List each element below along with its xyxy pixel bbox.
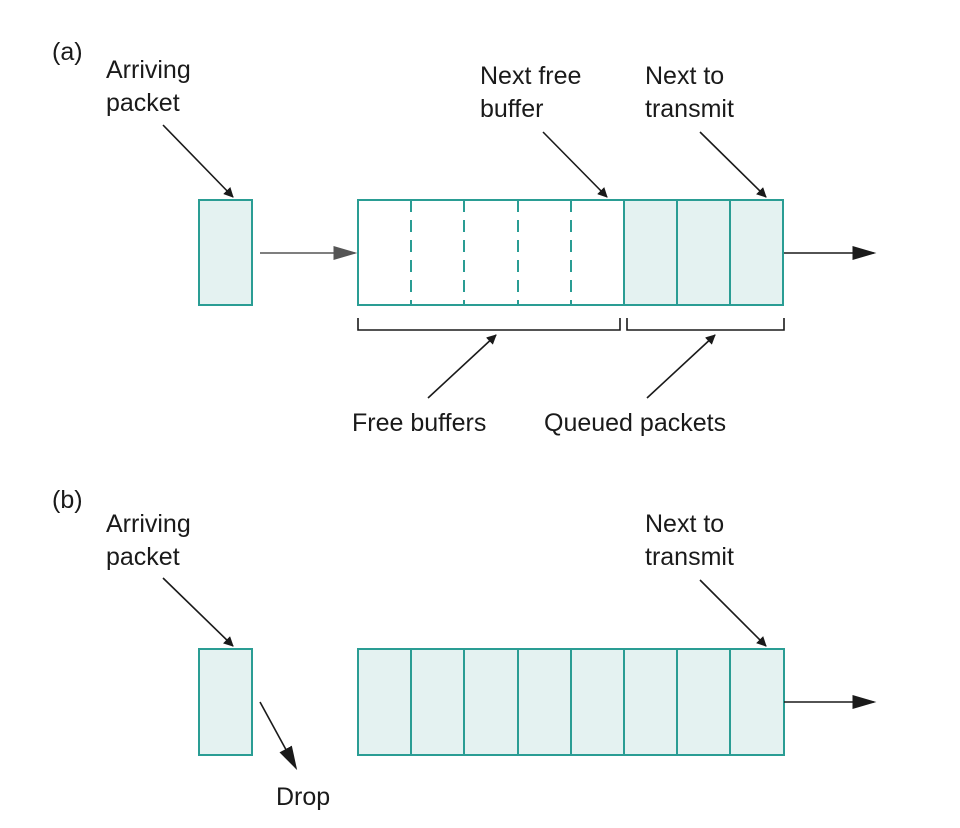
panel-a-queued-packets-bracket	[626, 318, 785, 331]
panel-a: (a) Arriving packet Next free buffer Nex…	[52, 38, 877, 437]
panel-a-arriving-packet	[198, 199, 253, 306]
panel-b-arriving-label-line2: packet	[106, 543, 180, 571]
panel-a-arriving-pointer-arrow	[162, 124, 234, 198]
panel-b-drop-label: Drop	[276, 783, 330, 811]
panel-b-tag: (b)	[52, 486, 83, 514]
panel-a-queued-packets-pointer-arrow	[646, 334, 716, 399]
panel-b-next-tx-label-line1: Next to	[645, 510, 724, 538]
panel-a-next-free-pointer-arrow	[542, 131, 608, 198]
panel-a-arriving-label-line1: Arriving	[106, 56, 191, 84]
panel-b-queue	[357, 648, 785, 756]
panel-a-next-tx-pointer-arrow	[699, 131, 767, 198]
panel-a-free-buffers-label: Free buffers	[352, 409, 486, 437]
panel-b-arriving-label-line1: Arriving	[106, 510, 191, 538]
panel-a-arriving-label-line2: packet	[106, 89, 180, 117]
panel-a-queued-packet	[676, 199, 731, 306]
panel-a-next-free-label-line1: Next free	[480, 62, 581, 90]
panel-a-free-region	[357, 199, 625, 306]
panel-a-next-tx-label-line1: Next to	[645, 62, 724, 90]
panel-b-next-tx-pointer-arrow	[699, 579, 767, 647]
panel-a-next-free-label-line2: buffer	[480, 95, 543, 123]
panel-a-queued-packets-label: Queued packets	[544, 409, 726, 437]
panel-a-tag: (a)	[52, 38, 83, 66]
panel-b-drop-arrow	[259, 701, 298, 771]
panel-b: (b) Arriving packet Drop Next to transmi…	[52, 486, 877, 811]
panel-a-queue	[357, 199, 784, 306]
panel-a-queued-packet	[623, 199, 678, 306]
panel-b-next-tx-label-line2: transmit	[645, 543, 734, 571]
panel-b-arriving-pointer-arrow	[162, 577, 234, 647]
panel-a-free-buffers-bracket	[357, 318, 621, 331]
panel-b-arriving-packet	[198, 648, 253, 756]
panel-a-next-tx-label-line2: transmit	[645, 95, 734, 123]
panel-a-free-buffers-pointer-arrow	[427, 334, 497, 399]
panel-a-queued-packet	[729, 199, 784, 306]
